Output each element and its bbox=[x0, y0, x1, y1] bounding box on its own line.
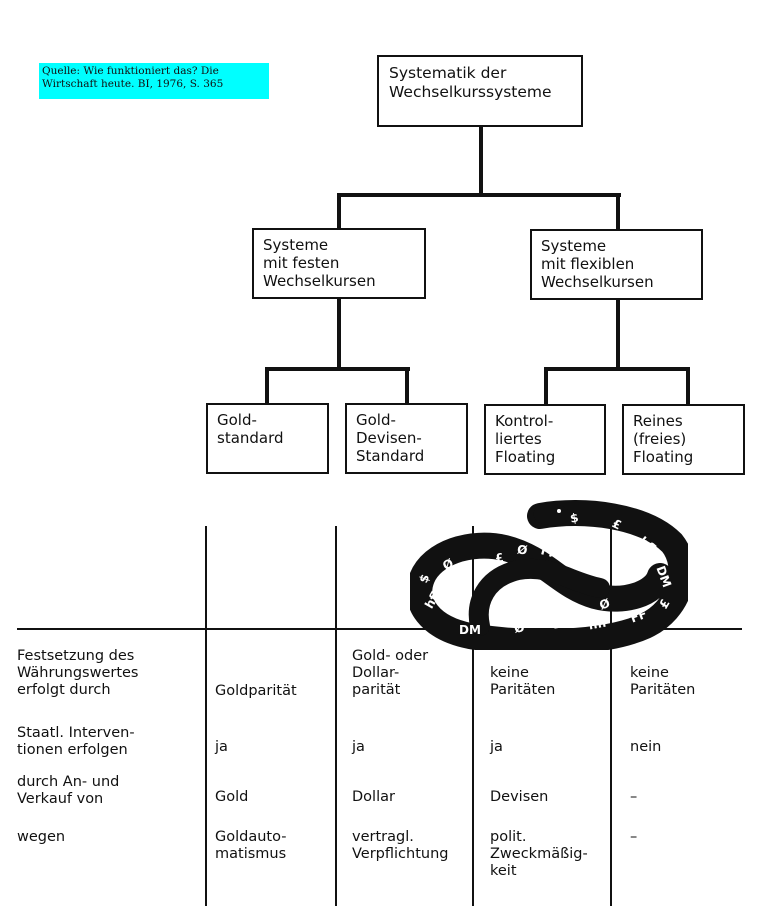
connector bbox=[337, 193, 341, 229]
table-column-divider bbox=[335, 526, 337, 906]
table-cell: Devisen bbox=[490, 789, 549, 805]
gold-exchange-standard-box: Gold- Devisen- Standard bbox=[345, 403, 468, 474]
table-cell: Goldparität bbox=[215, 683, 297, 699]
fixed-rates-box: Systeme mit festen Wechselkursen bbox=[252, 228, 426, 299]
snake-currency-label: Ø bbox=[517, 543, 528, 558]
table-column-divider bbox=[472, 526, 474, 906]
table-cell: polit. Zweckmäßig- keit bbox=[490, 829, 588, 879]
controlled-floating-box: Kontrol- liertes Floating bbox=[484, 404, 606, 475]
connector bbox=[405, 367, 409, 404]
root-box: Systematik der Wechselkurssysteme bbox=[377, 55, 583, 127]
snake-currency-label: FF bbox=[539, 543, 558, 561]
table-cell: keine Paritäten bbox=[490, 665, 556, 698]
table-cell: – bbox=[630, 829, 638, 845]
table-cell: ja bbox=[490, 739, 503, 755]
connector bbox=[479, 127, 483, 195]
snake-currency-label: $ bbox=[644, 550, 659, 561]
table-row-label: Festsetzung des Währungswertes erfolgt d… bbox=[17, 648, 139, 698]
gold-standard-box: Gold- standard bbox=[206, 403, 329, 474]
table-cell: vertragl. Verpflichtung bbox=[352, 829, 449, 862]
table-cell: keine Paritäten bbox=[630, 665, 696, 698]
connector bbox=[616, 300, 620, 369]
table-row-label: wegen bbox=[17, 829, 66, 845]
connector bbox=[686, 367, 690, 405]
snake-currency-label: Ø bbox=[513, 620, 525, 636]
snake-currency-label: hfl bbox=[588, 616, 608, 633]
snake-currency-label: $ bbox=[569, 510, 580, 525]
connector bbox=[616, 193, 620, 230]
table-cell: Gold bbox=[215, 789, 249, 805]
source-note: Quelle: Wie funktioniert das? Die Wirtsc… bbox=[39, 63, 269, 99]
table-cell: ja bbox=[215, 739, 228, 755]
connector bbox=[544, 367, 548, 405]
snake-currency-label: £ bbox=[494, 550, 505, 565]
table-cell: Goldauto- matismus bbox=[215, 829, 287, 862]
snake-currency-label: FF bbox=[629, 607, 649, 626]
snake-head bbox=[533, 503, 572, 526]
snake-currency-label: DM bbox=[459, 623, 481, 637]
snake-currency-label: Ø bbox=[597, 596, 611, 613]
table-row-label: durch An- und Verkauf von bbox=[17, 774, 120, 807]
pure-floating-box: Reines (freies) Floating bbox=[622, 404, 745, 475]
table-cell: Gold- oder Dollar- parität bbox=[352, 648, 429, 698]
table-cell: – bbox=[630, 789, 638, 805]
snake-currency-label: £ bbox=[552, 616, 563, 631]
table-column-divider bbox=[610, 526, 612, 906]
connector bbox=[337, 299, 341, 369]
connector bbox=[265, 367, 269, 404]
table-header-rule bbox=[17, 628, 742, 630]
table-cell: ja bbox=[352, 739, 365, 755]
connector bbox=[544, 367, 690, 371]
connector bbox=[337, 193, 621, 197]
table-cell: nein bbox=[630, 739, 662, 755]
flexible-rates-box: Systeme mit flexiblen Wechselkursen bbox=[530, 229, 703, 300]
table-cell: Dollar bbox=[352, 789, 395, 805]
table-row-label: Staatl. Interven- tionen erfolgen bbox=[17, 725, 135, 758]
connector bbox=[265, 367, 410, 371]
table-column-divider bbox=[205, 526, 207, 906]
